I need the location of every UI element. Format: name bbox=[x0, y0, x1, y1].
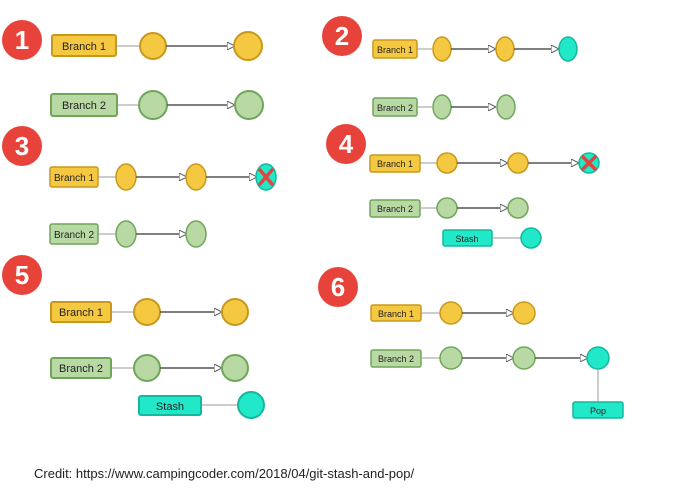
branch1-row: Branch 1 bbox=[50, 298, 249, 326]
branch2-row: Branch 2 bbox=[49, 220, 207, 248]
commit-node bbox=[432, 94, 452, 120]
branch1-label: Branch 1 bbox=[378, 309, 414, 319]
svg-text:4: 4 bbox=[339, 129, 354, 159]
branch2-label: Branch 2 bbox=[377, 103, 413, 113]
commit-node bbox=[115, 163, 137, 191]
credit-text: Credit: https://www.campingcoder.com/201… bbox=[34, 466, 415, 481]
branch1-label: Branch 1 bbox=[59, 307, 103, 319]
branch2-label: Branch 2 bbox=[54, 230, 94, 241]
commit-node bbox=[185, 220, 207, 248]
step-badge-2: 2 bbox=[322, 16, 362, 56]
branch1-label: Branch 1 bbox=[54, 173, 94, 184]
branch2-row: Branch 2 bbox=[370, 346, 610, 370]
commit-node bbox=[221, 298, 249, 326]
commit-node bbox=[234, 90, 264, 120]
svg-text:1: 1 bbox=[15, 25, 29, 55]
branch2-label: Branch 2 bbox=[378, 354, 414, 364]
stash-node bbox=[558, 36, 578, 62]
commit-node bbox=[495, 36, 515, 62]
svg-text:5: 5 bbox=[15, 260, 29, 290]
commit-node bbox=[512, 301, 536, 325]
stash-row: Stash bbox=[442, 227, 542, 249]
branch1-row: Branch 1 bbox=[370, 301, 536, 325]
commit-node bbox=[115, 220, 137, 248]
commit-node bbox=[439, 301, 463, 325]
commit-node bbox=[496, 94, 516, 120]
stash-label: Stash bbox=[455, 234, 478, 244]
commit-node bbox=[432, 36, 452, 62]
commit-node bbox=[512, 346, 536, 370]
stash-row: Stash bbox=[138, 391, 265, 419]
panel-3: 3 Branch 1 Branch 2 bbox=[2, 126, 277, 248]
panel-5: 5 Branch 1 Branch 2 Stash bbox=[2, 255, 265, 419]
svg-text:3: 3 bbox=[15, 131, 29, 161]
commit-node bbox=[439, 346, 463, 370]
commit-node bbox=[221, 354, 249, 382]
pop-row: Pop bbox=[572, 369, 624, 419]
branch2-row: Branch 2 bbox=[369, 197, 529, 219]
branch1-label: Branch 1 bbox=[62, 41, 106, 53]
commit-node bbox=[138, 90, 168, 120]
commit-node bbox=[185, 163, 207, 191]
step-badge-5: 5 bbox=[2, 255, 42, 295]
panel-4: 4 Branch 1 Branch 2 Stash bbox=[326, 124, 600, 249]
popped-stash-node bbox=[586, 346, 610, 370]
branch1-label: Branch 1 bbox=[377, 159, 413, 169]
step-badge-6: 6 bbox=[318, 267, 358, 307]
panel-6: 6 Branch 1 Branch 2 Pop bbox=[318, 267, 624, 419]
branch1-row: Branch 1 bbox=[51, 31, 263, 61]
commit-node bbox=[436, 152, 458, 174]
branch1-row: Branch 1 bbox=[49, 163, 277, 191]
branch2-row: Branch 2 bbox=[50, 354, 249, 382]
stash-node bbox=[520, 227, 542, 249]
panel-1: 1 Branch 1 Branch 2 bbox=[2, 20, 264, 120]
branch2-row: Branch 2 bbox=[50, 90, 264, 120]
commit-node bbox=[436, 197, 458, 219]
branch2-label: Branch 2 bbox=[377, 204, 413, 214]
branch1-row: Branch 1 bbox=[372, 36, 578, 62]
branch2-label: Branch 2 bbox=[59, 363, 103, 375]
branch2-row: Branch 2 bbox=[372, 94, 516, 120]
commit-node bbox=[133, 354, 161, 382]
branch1-row: Branch 1 bbox=[369, 152, 600, 174]
stash-label: Stash bbox=[156, 401, 184, 413]
pop-label: Pop bbox=[590, 406, 606, 416]
branch2-label: Branch 2 bbox=[62, 100, 106, 112]
svg-text:6: 6 bbox=[331, 272, 345, 302]
pop-label-box bbox=[572, 401, 624, 419]
panel-2: 2 Branch 1 Branch 2 bbox=[322, 16, 578, 120]
commit-node bbox=[133, 298, 161, 326]
commit-node bbox=[507, 197, 529, 219]
commit-node bbox=[233, 31, 263, 61]
svg-text:2: 2 bbox=[335, 21, 349, 51]
stash-node bbox=[237, 391, 265, 419]
discarded-change-icon bbox=[578, 152, 600, 174]
uncommitted-change-icon bbox=[255, 163, 277, 191]
step-badge-4: 4 bbox=[326, 124, 366, 164]
step-badge-1: 1 bbox=[2, 20, 42, 60]
step-badge-3: 3 bbox=[2, 126, 42, 166]
commit-node bbox=[507, 152, 529, 174]
commit-node bbox=[139, 32, 167, 60]
branch1-label: Branch 1 bbox=[377, 45, 413, 55]
